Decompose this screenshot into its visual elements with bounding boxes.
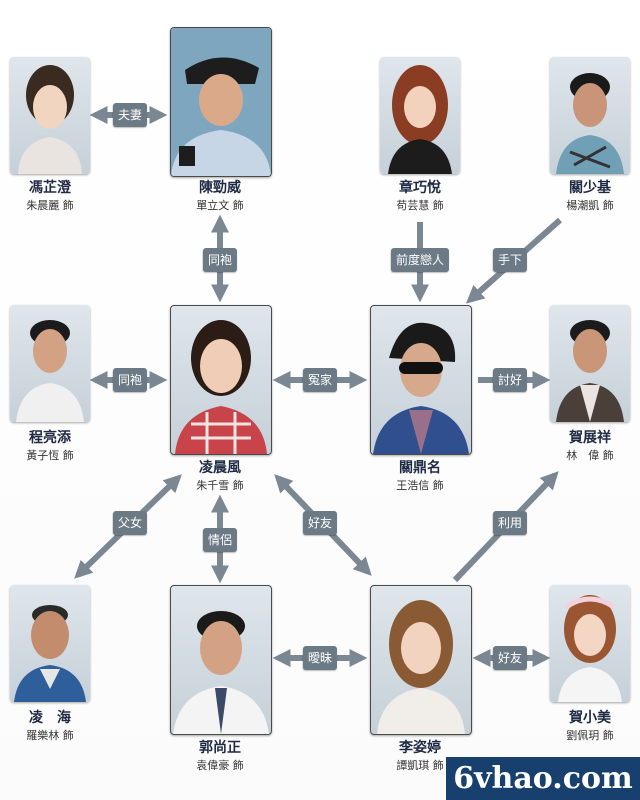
relation-label-friend-right: 好友 bbox=[492, 646, 528, 670]
actor-name-ling-chenfeng: 朱千雪 飾 bbox=[196, 479, 244, 492]
portrait-feng-zhicheng bbox=[10, 57, 90, 174]
character-name-he-zhanxiang: 賀展祥 bbox=[569, 430, 611, 446]
portrait-chen-jinwei bbox=[170, 27, 272, 177]
character-name-he-xiaomei: 賀小美 bbox=[569, 710, 611, 726]
relation-label-lovers: 情侶 bbox=[202, 528, 238, 552]
portrait-guan-shaoji bbox=[550, 57, 630, 174]
portrait-ling-chenfeng bbox=[170, 305, 272, 455]
actor-name-zhang-qiaoyue: 苟芸慧 飾 bbox=[396, 199, 444, 212]
actor-name-li-ziting: 譚凱琪 飾 bbox=[396, 759, 444, 772]
portrait-cheng-liangtian bbox=[10, 305, 90, 422]
character-name-guan-dingming: 關鼎名 bbox=[399, 460, 441, 476]
actor-name-he-xiaomei: 劉佩玥 飾 bbox=[566, 729, 614, 742]
relation-label-friend-center: 好友 bbox=[302, 511, 338, 535]
portrait-guo-shangzheng bbox=[170, 585, 272, 735]
character-name-ling-chenfeng: 凌晨風 bbox=[199, 460, 241, 476]
relation-label-father-daughter: 父女 bbox=[112, 511, 148, 535]
relation-label-enemy: 冤家 bbox=[302, 368, 338, 392]
site-watermark: 6vhao.com bbox=[446, 757, 640, 800]
portrait-zhang-qiaoyue bbox=[380, 57, 460, 174]
character-name-li-ziting: 李姿婷 bbox=[399, 740, 441, 756]
actor-name-guan-shaoji: 楊潮凱 飾 bbox=[566, 199, 614, 212]
relation-label-colleague-left: 同袍 bbox=[112, 368, 148, 392]
portrait-ling-hai bbox=[10, 585, 90, 702]
character-name-guo-shangzheng: 郭尚正 bbox=[199, 740, 241, 756]
relation-label-ambiguous: 曖昧 bbox=[302, 646, 338, 670]
portrait-guan-dingming bbox=[370, 305, 472, 455]
actor-name-guan-dingming: 王浩信 飾 bbox=[396, 479, 444, 492]
character-name-guan-shaoji: 關少基 bbox=[569, 180, 611, 196]
actor-name-he-zhanxiang: 林 偉 飾 bbox=[566, 449, 614, 462]
relation-label-henchman: 手下 bbox=[492, 248, 528, 272]
relation-label-colleague-top: 同袍 bbox=[202, 248, 238, 272]
portrait-he-xiaomei bbox=[550, 585, 630, 702]
character-name-chen-jinwei: 陳勁威 bbox=[199, 180, 241, 196]
character-name-ling-hai: 凌 海 bbox=[29, 710, 71, 726]
portrait-li-ziting bbox=[370, 585, 472, 735]
actor-name-feng-zhicheng: 朱晨麗 飾 bbox=[26, 199, 74, 212]
actor-name-chen-jinwei: 單立文 飾 bbox=[196, 199, 244, 212]
character-name-zhang-qiaoyue: 章巧悅 bbox=[399, 180, 441, 196]
actor-name-guo-shangzheng: 袁偉豪 飾 bbox=[196, 759, 244, 772]
character-name-feng-zhicheng: 馮芷澄 bbox=[29, 180, 71, 196]
portrait-he-zhanxiang bbox=[550, 305, 630, 422]
relation-label-ex-lover: 前度戀人 bbox=[390, 248, 450, 272]
relation-label-flatter: 討好 bbox=[492, 368, 528, 392]
relation-label-use: 利用 bbox=[492, 511, 528, 535]
actor-name-cheng-liangtian: 黃子恆 飾 bbox=[26, 449, 74, 462]
relation-label-couple: 夫妻 bbox=[112, 103, 148, 127]
character-name-cheng-liangtian: 程亮添 bbox=[29, 430, 71, 446]
actor-name-ling-hai: 羅樂林 飾 bbox=[26, 729, 74, 742]
